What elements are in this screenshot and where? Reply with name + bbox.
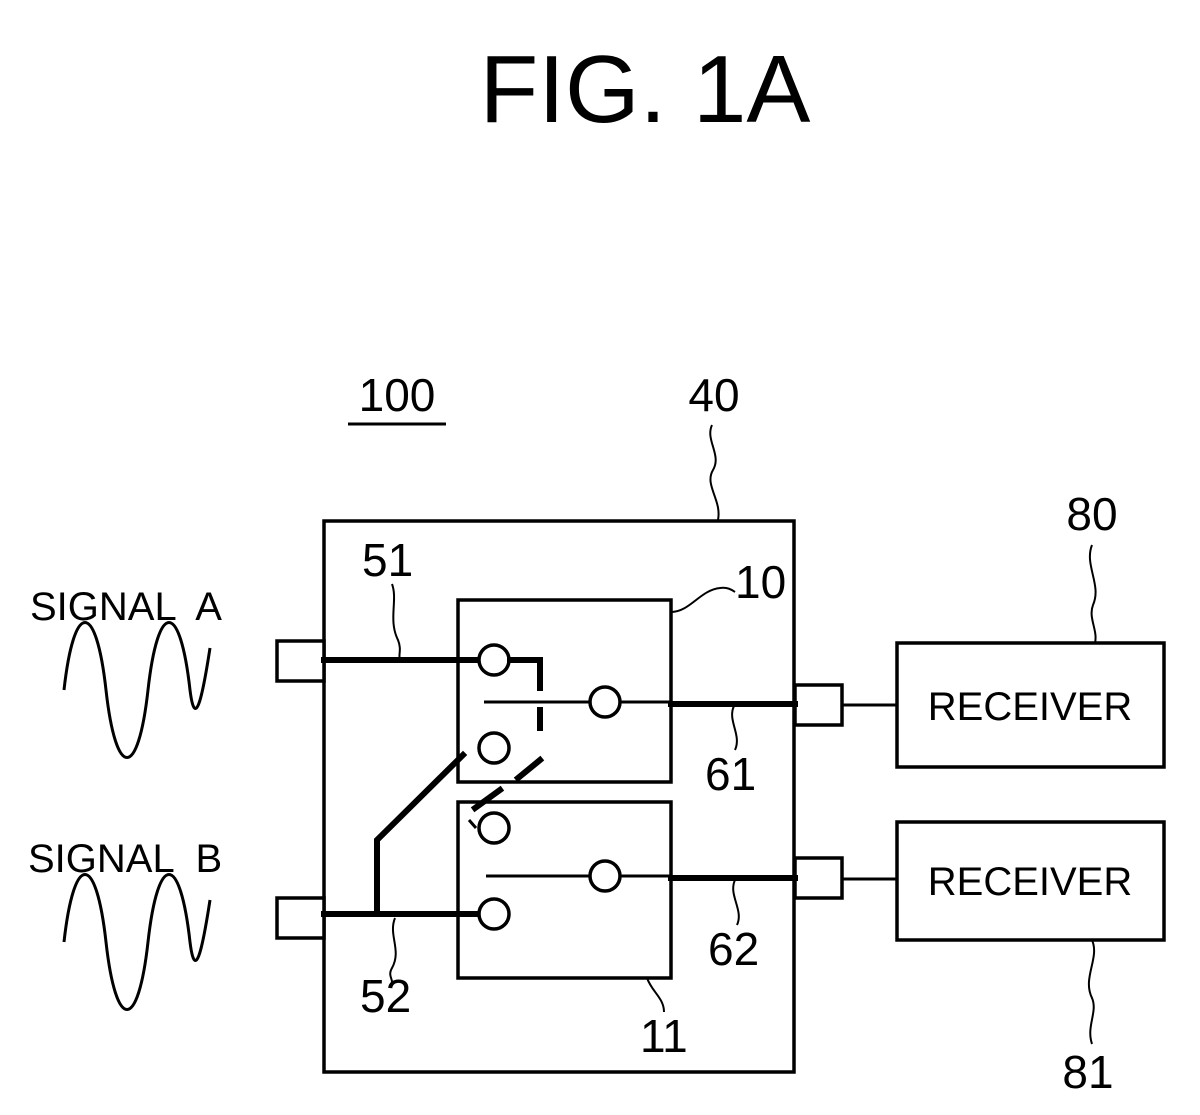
switch-11-contact-a	[479, 813, 509, 843]
output-connector-62	[795, 858, 842, 898]
switch-11-common	[590, 861, 620, 891]
receiver-80-label: RECEIVER	[928, 685, 1133, 729]
device-ref-label: 100	[359, 369, 436, 421]
housing-ref-label: 40	[688, 369, 739, 421]
receiver-81-leader	[1089, 940, 1094, 1044]
output-connector-61	[795, 685, 842, 725]
line-62-ref: 62	[708, 923, 759, 975]
line-51-ref: 51	[362, 534, 413, 586]
receiver-81-ref: 81	[1062, 1046, 1113, 1098]
receiver-80-leader	[1090, 545, 1096, 643]
switch-10-ref: 10	[735, 556, 786, 608]
line-61-ref: 61	[705, 748, 756, 800]
figure-title: FIG. 1A	[480, 36, 811, 143]
input-connector-b	[277, 898, 324, 938]
switch-11-ref: 11	[640, 1010, 688, 1062]
housing-leader	[710, 425, 718, 520]
switch-10-common	[590, 687, 620, 717]
signal-a-waveform	[64, 623, 210, 758]
input-connector-a	[277, 641, 324, 681]
signal-a-label: SIGNAL A	[30, 585, 222, 629]
line-52-ref: 52	[360, 970, 411, 1022]
switch-10-contact-a	[479, 645, 509, 675]
receiver-80-ref: 80	[1066, 488, 1117, 540]
receiver-81-label: RECEIVER	[928, 860, 1133, 904]
signal-b-waveform	[64, 875, 210, 1010]
switch-11-contact-b	[479, 899, 509, 929]
switch-10-contact-b	[479, 733, 509, 763]
signal-b-label: SIGNAL B	[28, 837, 222, 881]
